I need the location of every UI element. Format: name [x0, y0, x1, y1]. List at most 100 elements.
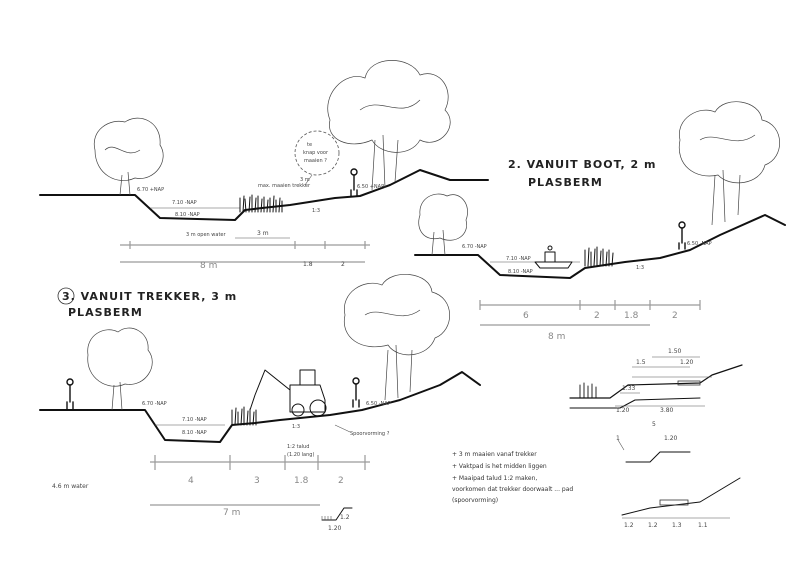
section-2-slope: 1:3	[636, 265, 644, 271]
section-2-dim-2b: 2	[672, 311, 678, 321]
section-1-bubble-pointer	[304, 174, 313, 186]
section-2-level-bottom: 8.10 -NAP	[508, 269, 533, 275]
section-3-profile	[39, 371, 481, 443]
section-2-person	[678, 221, 686, 250]
section-2: 2. VANUIT BOOT, 2 m PLASBERM 6.70 -NA	[414, 101, 786, 342]
section-1-level-right: 6.50 +NAP	[357, 184, 384, 190]
section-1-person	[350, 168, 358, 197]
section-2-tree-right	[678, 101, 780, 226]
section-1-mow-note: max. maaien trekker	[258, 183, 311, 189]
note-4: voorkomen dat trekker doorwaalt ... pad	[452, 486, 573, 493]
section-3: 3. VANUIT TREKKER, 3 m PLASBERM	[39, 273, 481, 532]
section-1-slope: 1:3	[312, 208, 320, 214]
detail-1-reeds	[579, 382, 597, 399]
section-3-slope-note-2: (1.20 lang)	[287, 452, 314, 458]
section-3-dim-7m: 7 m	[223, 508, 240, 518]
detail-2-arrow	[617, 439, 625, 451]
section-1-reeds	[239, 194, 283, 213]
note-2: + Vaktpad is het midden liggen	[452, 463, 547, 470]
detail-1-dims	[615, 356, 712, 407]
section-2-level-top: 6.70 -NAP	[462, 244, 487, 250]
section-1-bubble-text-3: maaien ?	[304, 158, 327, 164]
section-2-dim-2a: 2	[594, 311, 600, 321]
section-1-dim-3m: 3 m	[257, 230, 269, 237]
section-1-tree-left	[93, 117, 164, 196]
detail-1-50: 1.50	[668, 348, 682, 355]
section-2-title-2: PLASBERM	[528, 176, 603, 189]
section-3-title-2: PLASBERM	[68, 306, 143, 319]
detail-1-1: 1.1	[698, 522, 708, 529]
section-3-vorming: Spoorvorming ?	[350, 431, 390, 437]
section-3-step-ticks	[321, 516, 332, 520]
section-3-detail-w: 1.20	[328, 525, 342, 532]
section-1-mow-note-2: 3 m	[300, 177, 310, 183]
section-3-tree-left	[87, 327, 153, 411]
section-2-level-right: 6.50 -NAP	[687, 241, 712, 247]
section-1-bubble	[294, 130, 340, 176]
detail-1-profile-lower	[569, 397, 701, 409]
section-3-dim-1-8: 1.8	[294, 476, 309, 486]
note-3: + Maaipad talud 1:2 maken,	[452, 475, 537, 482]
section-1-bubble-text-2: knap voor	[303, 150, 329, 156]
section-1-tree-right	[327, 60, 451, 191]
section-1: te knap voor maaien ? 6.70 +NAP 7.10 -NA…	[39, 60, 489, 271]
section-1-dim-8m: 8 m	[200, 261, 217, 271]
detail-3-path	[659, 499, 689, 506]
detail-1-profile	[569, 364, 743, 399]
section-3-step-detail	[321, 507, 353, 521]
section-1-dim-bar	[120, 241, 370, 263]
detail-1-20a: 1.20	[680, 359, 694, 366]
section-2-level-water: 7.10 -NAP	[506, 256, 531, 262]
section-2-tree-left	[418, 193, 468, 256]
detail-5: 5	[652, 421, 656, 428]
section-3-dim-4: 4	[188, 476, 194, 486]
section-3-reeds	[231, 406, 257, 426]
detail-3-80: 3.80	[660, 407, 674, 414]
section-1-profile	[39, 169, 489, 221]
detail-1-2b: 1.2	[648, 522, 658, 529]
section-3-tree-right	[343, 273, 450, 401]
detail-3-profile	[621, 477, 741, 516]
section-3-level-top: 6.70 -NAP	[142, 401, 167, 407]
section-1-dim-1-8: 1.8	[303, 261, 313, 268]
section-3-dim-2: 2	[338, 476, 344, 486]
section-3-level-right: 6.50 -NAP	[366, 401, 391, 407]
section-1-open-water: 3 m open water	[186, 232, 226, 238]
section-3-dim-bar	[150, 455, 370, 506]
detail-1-20c: 1.20	[664, 435, 678, 442]
note-1: + 3 m maaien vanaf trekker	[452, 451, 537, 458]
section-2-dim-1-8: 1.8	[624, 311, 639, 321]
section-2-title-1: 2. VANUIT BOOT, 2 m	[508, 158, 656, 171]
detail-1-path	[677, 380, 701, 386]
section-1-level-top: 6.70 +NAP	[137, 187, 164, 193]
section-3-level-water: 7.10 -NAP	[182, 417, 207, 423]
detail-1-20b: 1.20	[616, 407, 630, 414]
section-3-slope-note-1: 1:2 talud	[287, 444, 309, 450]
section-3-person-left	[66, 378, 74, 410]
section-3-level-bottom: 8.10 -NAP	[182, 430, 207, 436]
section-1-bubble-text-1: te	[307, 142, 312, 148]
section-2-reeds	[584, 246, 614, 267]
section-3-tractor	[249, 369, 327, 417]
section-3-slope: 1:3	[292, 424, 300, 430]
section-1-level-bottom: 8.10 -NAP	[175, 212, 200, 218]
detail-2-profile	[625, 451, 691, 463]
section-2-boat	[534, 245, 573, 269]
section-3-detail-h: 1.2	[340, 514, 350, 521]
section-3-person-right	[352, 377, 360, 408]
section-3-vorming-arrow	[334, 424, 351, 433]
note-5: (spoorvorming)	[452, 497, 498, 504]
section-3-water-note: 4.6 m water	[52, 483, 89, 490]
section-3-title-circle	[57, 287, 75, 305]
detail-1-5: 1.5	[636, 359, 646, 366]
section-1-dim-2: 2	[341, 261, 345, 268]
section-2-dim-6: 6	[523, 311, 529, 321]
detail-1: 1	[616, 435, 620, 442]
section-2-dim-8m: 8 m	[548, 332, 565, 342]
detail-1-3: 1.3	[672, 522, 682, 529]
section-3-title-1: 3. VANUIT TREKKER, 3 m	[62, 290, 237, 303]
section-3-dim-3: 3	[254, 476, 260, 486]
detail-1-2a: 1.2	[624, 522, 634, 529]
section-1-level-water: 7.10 -NAP	[172, 200, 197, 206]
